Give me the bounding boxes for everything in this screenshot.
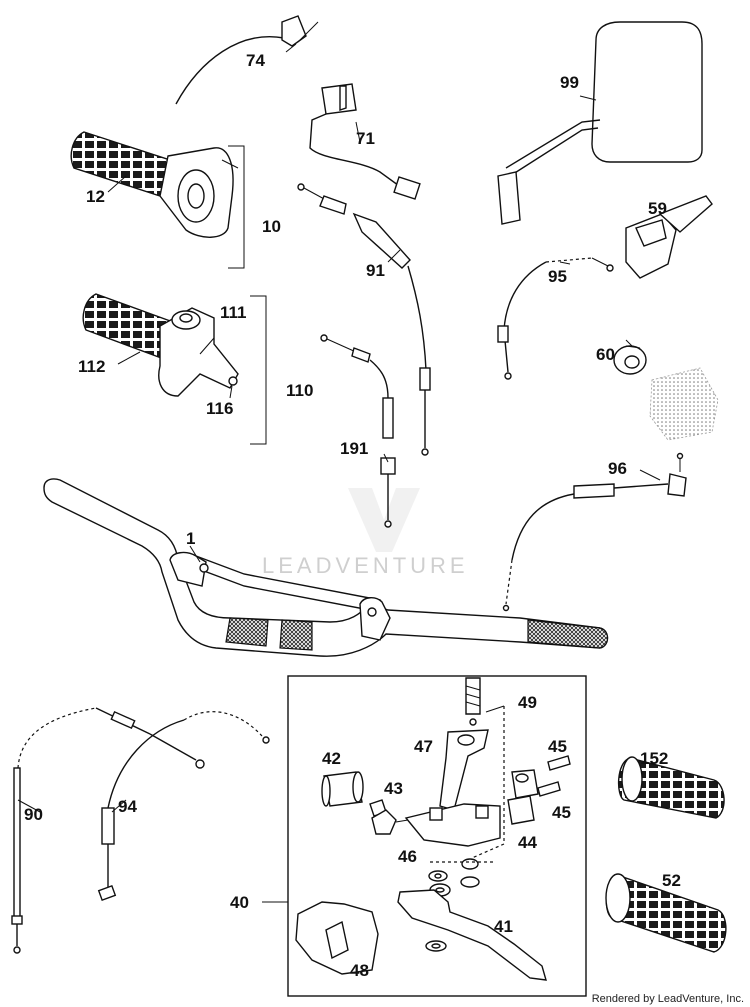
part-91-throttle-cable: [297, 183, 431, 456]
callout-59: 59: [648, 199, 667, 218]
footer-credit: Rendered by LeadVenture, Inc.: [591, 993, 744, 1005]
part-112-grip: [82, 293, 185, 363]
part-49-bolt: [465, 677, 481, 726]
part-59-hotstart-lever: [625, 195, 713, 279]
part-60-clamp: [613, 339, 647, 375]
callout-110: 110: [286, 381, 313, 400]
callout-74: 74: [246, 51, 265, 70]
leader-lines: [17, 95, 661, 813]
callout-43: 43: [384, 779, 403, 798]
part-71-kill-switch: [309, 83, 421, 200]
part-48-cover: [295, 901, 379, 975]
part-111-116-throttle-body: [158, 307, 239, 397]
part-90-cable: [11, 707, 205, 954]
callout-1: 1: [186, 529, 195, 548]
callout-96: 96: [608, 459, 627, 478]
part-45-screws: [537, 755, 571, 797]
part-96-cable: [502, 452, 687, 612]
callout-91: 91: [366, 261, 385, 280]
callout-42: 42: [322, 749, 341, 768]
part-99-mirror: [497, 21, 703, 225]
part-95-cable: [497, 257, 614, 380]
callout-48: 48: [350, 961, 369, 980]
callout-94: 94: [118, 797, 137, 816]
callout-99: 99: [560, 73, 579, 92]
callout-152: 152: [640, 749, 668, 768]
part-74-cable-end: [175, 15, 319, 105]
callout-71: 71: [356, 129, 375, 148]
part-44-clamp: [507, 769, 539, 825]
callout-41: 41: [494, 917, 513, 936]
callout-191: 191: [340, 439, 368, 458]
callout-45b: 45: [552, 803, 571, 822]
watermark-text: LEADVENTURE: [262, 553, 469, 578]
part-52-grip: [605, 873, 727, 953]
callout-49: 49: [518, 693, 537, 712]
callout-44: 44: [518, 833, 537, 852]
part-94-cable: [97, 711, 270, 901]
part-41-clutch-lever: [397, 889, 547, 981]
part-10-throttle-housing: [159, 147, 239, 238]
callout-90: 90: [24, 805, 43, 824]
callout-47: 47: [414, 737, 433, 756]
part-washers: [425, 858, 480, 952]
callout-45a: 45: [548, 737, 567, 756]
part-1-handlebar: [43, 478, 609, 657]
callout-52: 52: [662, 871, 681, 890]
part-60-switch-detail: [649, 367, 719, 441]
bracket-110: [250, 295, 267, 445]
part-152-grip: [617, 756, 725, 819]
callout-60: 60: [596, 345, 615, 364]
callout-111: 111: [220, 303, 247, 322]
callout-10: 10: [262, 217, 281, 236]
part-47-perch-top: [439, 729, 489, 811]
callout-116: 116: [206, 399, 233, 418]
part-12-throttle-grip: [70, 131, 171, 197]
box-40-guides: [430, 706, 505, 863]
part-46-perch-base: [404, 803, 501, 847]
callout-labels: 74 99 71 12 59 10 91 95 111 60 112 110 1…: [24, 51, 681, 980]
callout-112: 112: [78, 357, 105, 376]
callout-95: 95: [548, 267, 567, 286]
callout-40: 40: [230, 893, 249, 912]
part-191-cable: [320, 334, 396, 528]
watermark-logo: [348, 488, 420, 552]
bracket-10: [228, 145, 245, 269]
part-42-adjuster: [321, 771, 364, 807]
callout-12: 12: [86, 187, 105, 206]
callout-46: 46: [398, 847, 417, 866]
part-43-nut: [369, 799, 409, 835]
box-40: [287, 675, 587, 997]
